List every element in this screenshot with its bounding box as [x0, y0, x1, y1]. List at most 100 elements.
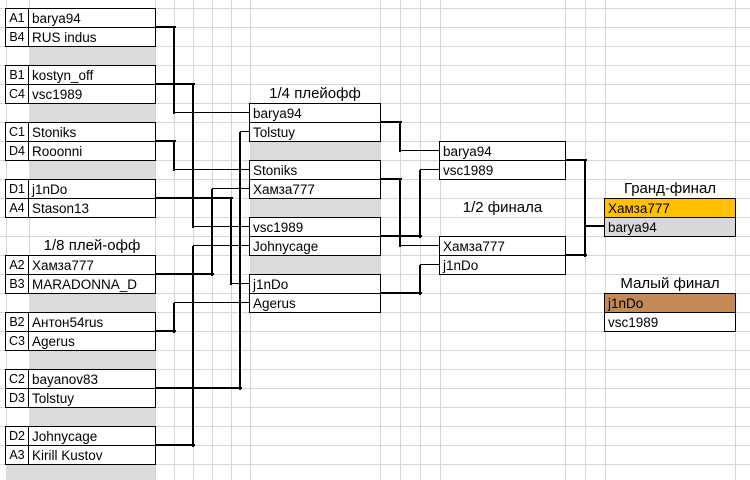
player-cell[interactable]: Хамза777: [250, 179, 380, 198]
bracket-connector-line: [155, 140, 176, 142]
r16-match-7: bayanov83 Tolstuy: [28, 369, 156, 408]
r16-match-8: Johnycage Kirill Kustov: [28, 426, 156, 465]
seed-label: A2: [6, 256, 28, 274]
bracket-connector-line: [155, 83, 195, 85]
seed-pair: D1 A4: [5, 179, 29, 218]
bracket-connector-line: [380, 121, 402, 123]
seed-label: C4: [6, 84, 28, 103]
r16-match-2: kostyn_off vsc1989: [28, 65, 156, 104]
round-label-grand-final: Гранд-финал: [623, 180, 717, 197]
seed-label: A4: [6, 198, 28, 217]
bracket-connector-line: [174, 111, 252, 114]
bracket-connector-line: [239, 131, 241, 390]
player-cell[interactable]: Антон54rus: [29, 313, 155, 331]
r16-match-1: barya94 RUS indus: [28, 8, 156, 47]
seed-label: B3: [6, 274, 28, 293]
gridline-vertical: [155, 0, 156, 480]
bracket-connector-line: [173, 27, 175, 114]
player-cell[interactable]: bayanov83: [29, 370, 155, 388]
player-cell[interactable]: kostyn_off: [29, 66, 155, 84]
bracket-connector-line: [240, 130, 252, 133]
small-final-match: j1nDo vsc1989: [604, 293, 736, 332]
seed-label: D4: [6, 141, 28, 160]
player-cell[interactable]: Agerus: [29, 331, 155, 350]
shaded-cell: [6, 464, 155, 480]
round-label-small-final: Малый финал: [620, 275, 720, 292]
grand-final-match: Хамза777 barya94: [604, 198, 736, 237]
seed-label: D3: [6, 388, 28, 407]
seed-label: B1: [6, 66, 28, 84]
player-cell[interactable]: Tolstuy: [29, 388, 155, 407]
seed-pair: B1 C4: [5, 65, 29, 104]
shaded-cell: [29, 46, 155, 65]
bracket-connector-line: [192, 245, 194, 447]
player-cell[interactable]: j1nDo: [440, 255, 565, 274]
gridline-vertical: [29, 0, 30, 480]
qf-match-1: barya94 Tolstuy: [249, 103, 381, 142]
player-cell[interactable]: Rooonni: [29, 141, 155, 160]
r16-match-4: j1nDo Stason13: [28, 179, 156, 218]
player-cell[interactable]: RUS indus: [29, 27, 155, 46]
seed-pair: B2 C3: [5, 312, 29, 351]
grand-final-winner-cell[interactable]: Хамза777: [605, 199, 735, 217]
grand-final-runner-up-cell[interactable]: barya94: [605, 217, 735, 236]
gridline-vertical: [193, 0, 194, 480]
player-cell[interactable]: barya94: [29, 9, 155, 27]
gridline-vertical: [605, 0, 606, 480]
bracket-connector-line: [173, 141, 175, 171]
bracket-connector-line: [155, 273, 214, 275]
seed-label: B2: [6, 313, 28, 331]
player-cell[interactable]: Хамза777: [440, 237, 565, 255]
player-cell[interactable]: j1nDo: [29, 180, 155, 198]
gridline-vertical: [420, 0, 421, 480]
sf-match-1: barya94 vsc1989: [439, 141, 566, 180]
round-label-r16: 1/8 плей-офф: [43, 237, 141, 254]
qf-match-3: vsc1989 Johnycage: [249, 217, 381, 256]
small-final-winner-cell[interactable]: j1nDo: [605, 294, 735, 312]
player-cell[interactable]: Хамза777: [29, 256, 155, 274]
bracket-connector-line: [584, 226, 586, 257]
bracket-connector-line: [173, 302, 175, 333]
bracket-connector-line: [192, 84, 194, 228]
bracket-connector-line: [174, 301, 252, 304]
player-cell[interactable]: Stason13: [29, 198, 155, 217]
r16-match-6: Антон54rus Agerus: [28, 312, 156, 351]
seed-pair: D2 A3: [5, 426, 29, 465]
bracket-connector-line: [399, 122, 401, 152]
player-cell[interactable]: vsc1989: [250, 218, 380, 236]
r16-match-5: Хамза777 MARADONNA_D: [28, 255, 156, 294]
player-cell[interactable]: Stoniks: [29, 123, 155, 141]
gridline-vertical: [174, 0, 175, 480]
bracket-connector-line: [155, 444, 195, 446]
seed-pair: A2 B3: [5, 255, 29, 294]
player-cell[interactable]: barya94: [440, 142, 565, 160]
bracket-connector-line: [155, 197, 233, 199]
bracket-connector-line: [212, 187, 252, 190]
player-cell[interactable]: Stoniks: [250, 161, 380, 179]
player-cell[interactable]: MARADONNA_D: [29, 274, 155, 293]
player-cell[interactable]: Agerus: [250, 293, 380, 312]
qf-match-2: Stoniks Хамза777: [249, 160, 381, 199]
player-cell[interactable]: barya94: [250, 104, 380, 122]
small-final-runner-up-cell[interactable]: vsc1989: [605, 312, 735, 331]
shaded-cell: [29, 103, 155, 122]
player-cell[interactable]: vsc1989: [29, 84, 155, 103]
bracket-connector-line: [400, 149, 442, 152]
seed-pair: C2 D3: [5, 369, 29, 408]
player-cell[interactable]: vsc1989: [440, 160, 565, 179]
player-cell[interactable]: Tolstuy: [250, 122, 380, 141]
player-cell[interactable]: Kirill Kustov: [29, 445, 155, 464]
seed-label: C2: [6, 370, 28, 388]
bracket-connector-line: [174, 168, 252, 171]
bracket-connector-line: [155, 26, 176, 28]
player-cell[interactable]: j1nDo: [250, 275, 380, 293]
seed-label: D1: [6, 180, 28, 198]
player-cell[interactable]: Johnycage: [29, 427, 155, 445]
player-cell[interactable]: Johnycage: [250, 236, 380, 255]
bracket-connector-line: [155, 387, 242, 389]
shaded-cell: [29, 160, 155, 179]
shaded-cell: [29, 293, 155, 312]
gridline-vertical: [735, 0, 736, 480]
bracket-connector-line: [584, 160, 586, 228]
round-label-qf: 1/4 плейофф: [269, 85, 361, 102]
